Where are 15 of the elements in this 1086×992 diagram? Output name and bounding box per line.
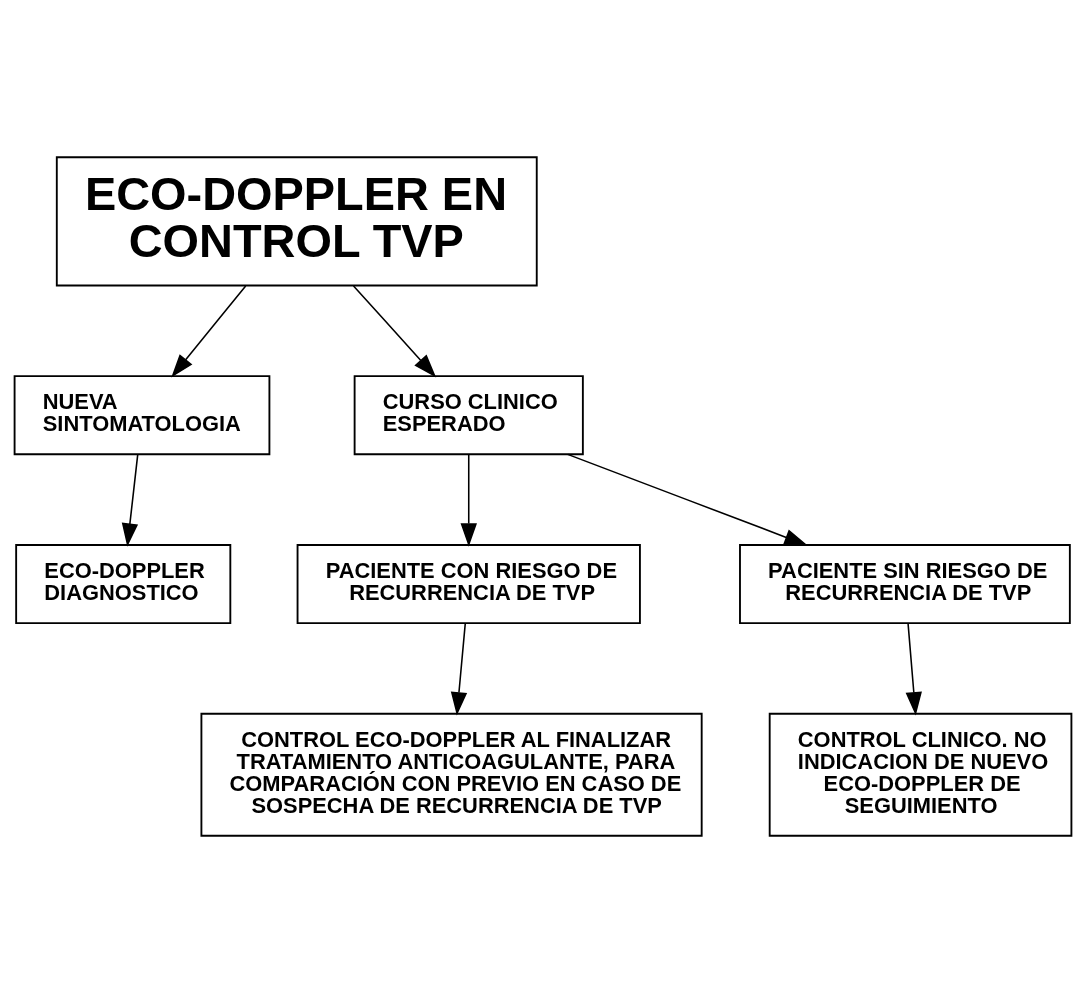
arrow (450, 622, 468, 715)
node-box: CONTROL CLINICO. NO INDICACION DE NUEVO ECO-DOPPLER DE SEGUIMIENTO (768, 712, 1073, 837)
node-box: NUEVA SINTOMATOLOGIA (13, 374, 271, 455)
arrow (171, 284, 247, 378)
node-box: ECO-DOPPLER EN CONTROL TVP (55, 155, 538, 286)
node-box: ECO-DOPPLER DIAGNOSTICO (15, 543, 232, 624)
node-box: PACIENTE CON RIESGO DE RECURRENCIA DE TVP (296, 543, 641, 624)
arrow (460, 453, 477, 547)
arrow (352, 284, 437, 377)
node-box: CONTROL ECO-DOPPLER AL FINALIZAR TRATAMIENTO ANTICOAGULANTE, PARA COMPARACIÓN CON PREVIO EN CASO DE SOSPECHA DE RECURRENCIA DE TVP (200, 712, 703, 837)
node-box: PACIENTE SIN RIESGO DE RECURRENCIA DE TVP (739, 543, 1071, 624)
arrow (566, 453, 808, 546)
arrow (121, 453, 139, 547)
node-box: CURSO CLINICO ESPERADO (353, 374, 584, 455)
arrow (905, 622, 922, 715)
